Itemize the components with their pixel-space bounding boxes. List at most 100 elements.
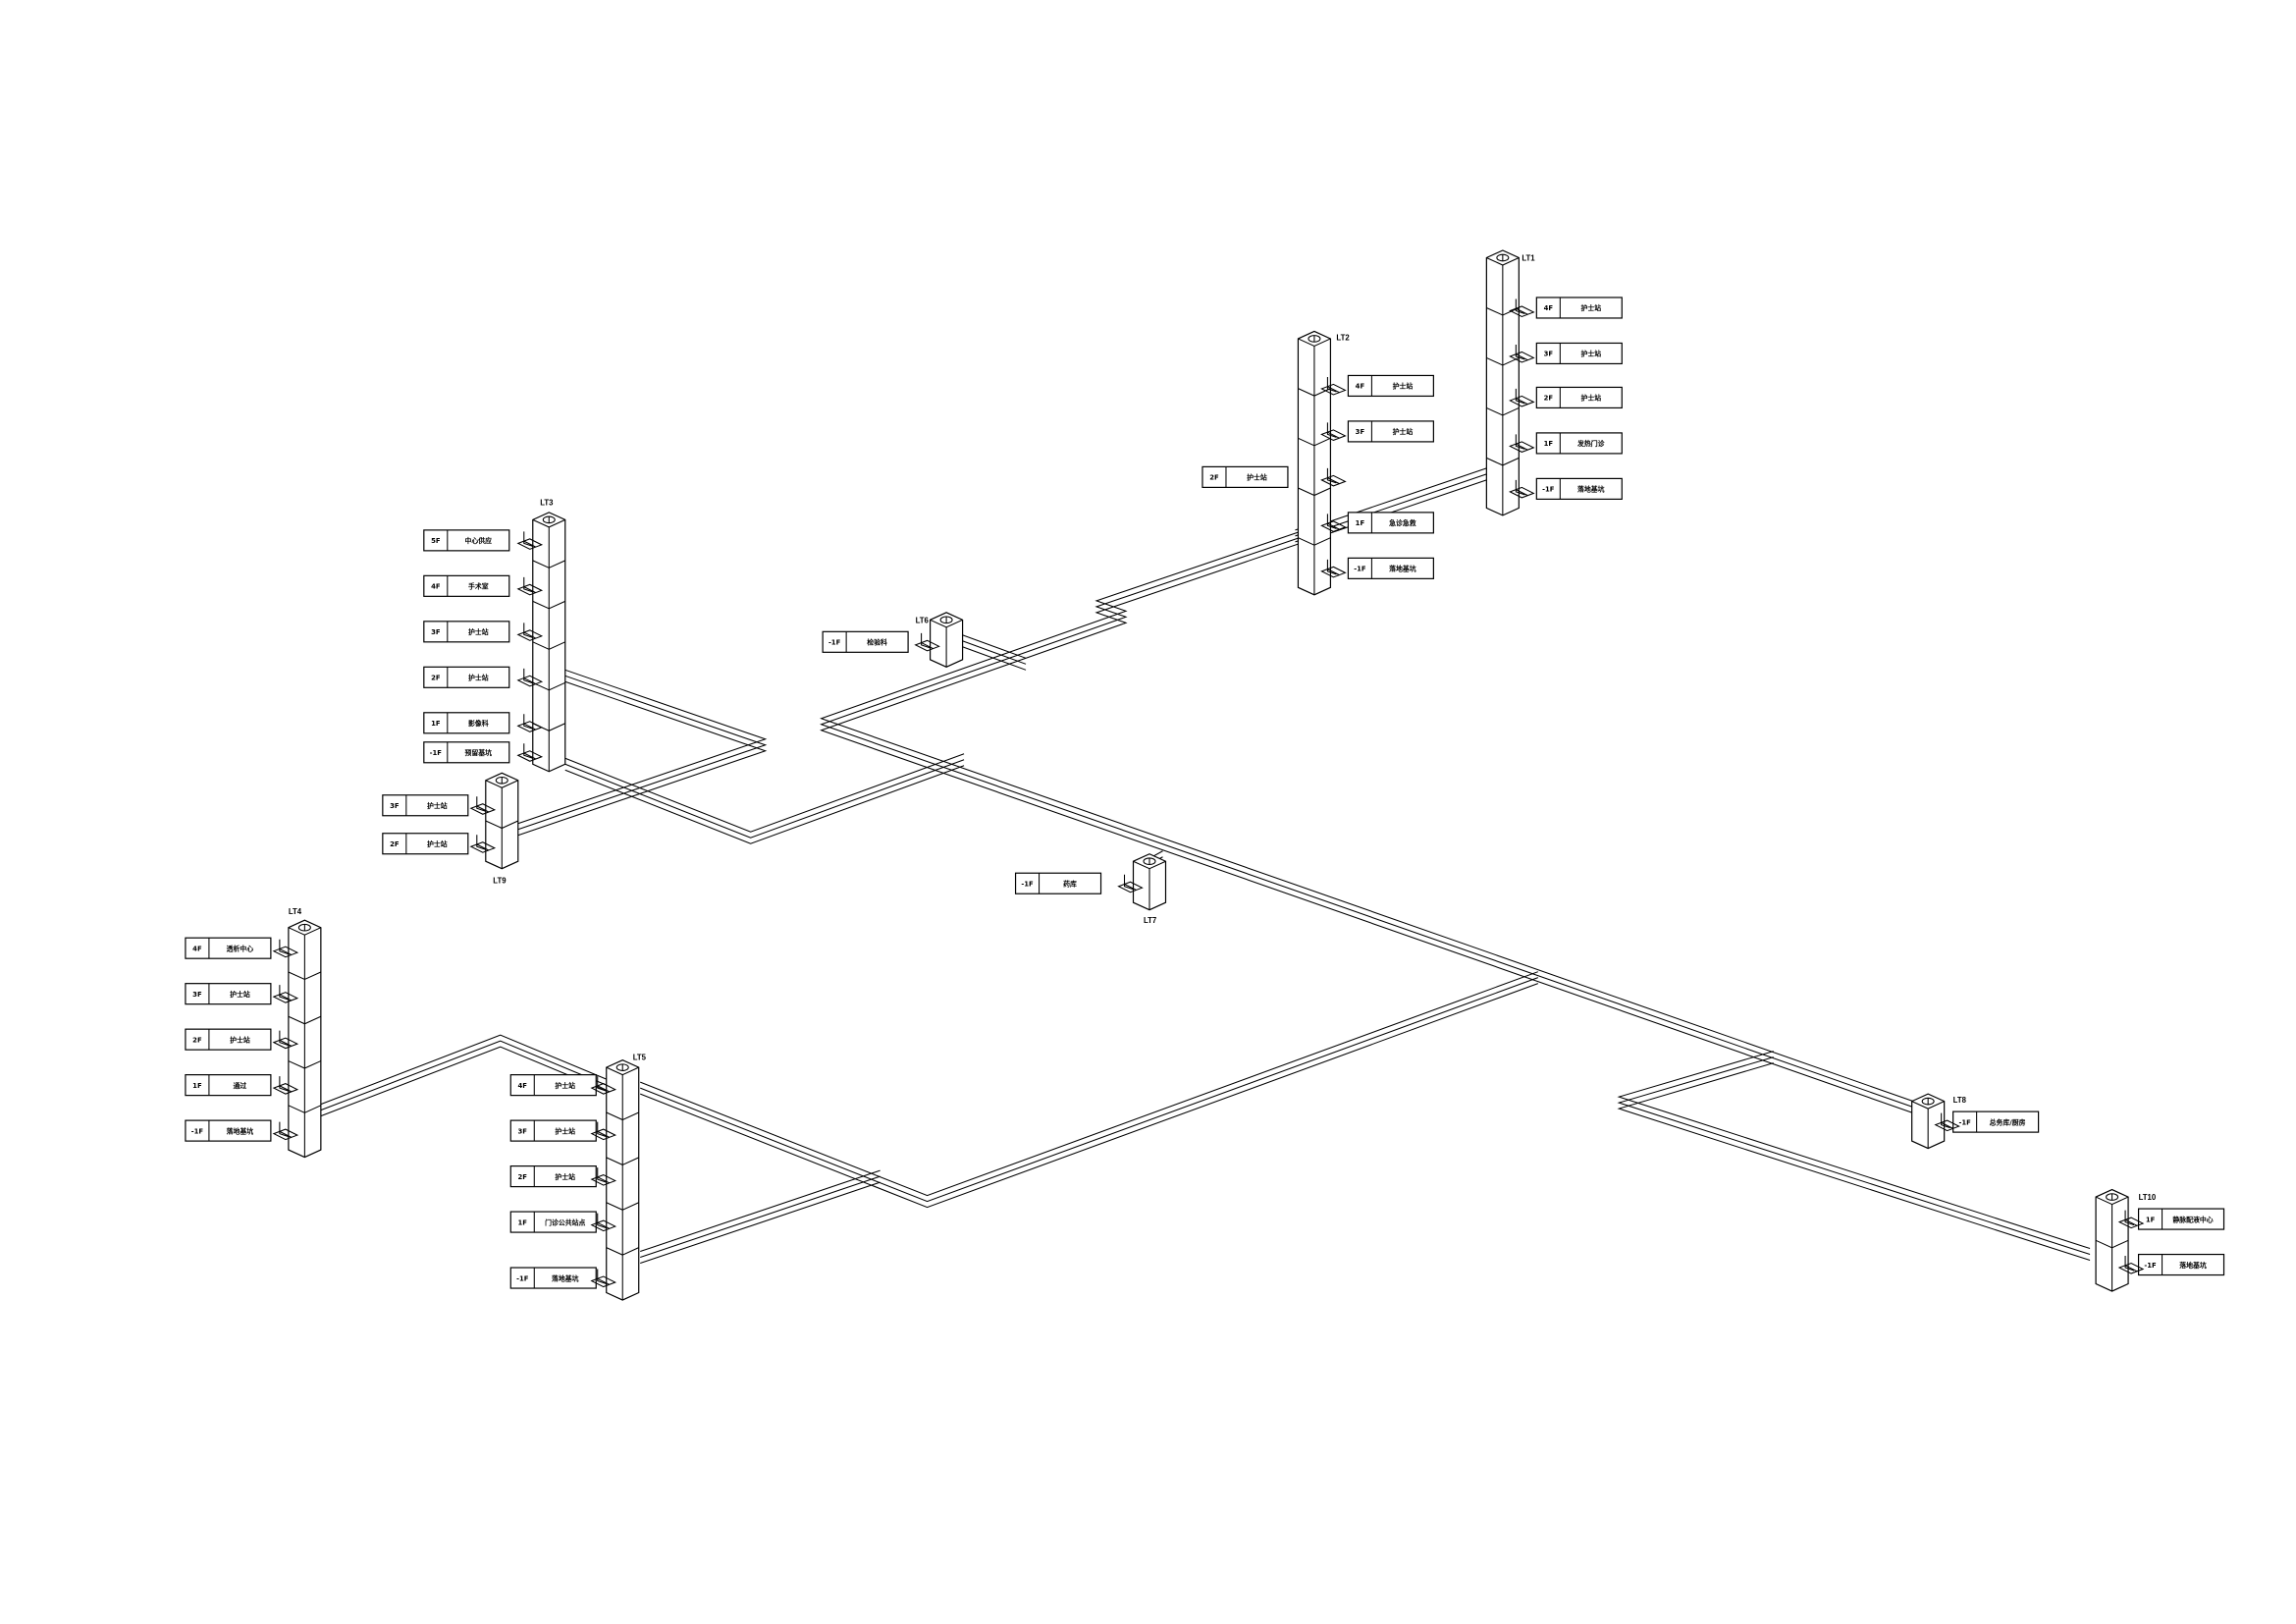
pipe-line-3 <box>564 765 965 844</box>
terminal-station-icon <box>590 1121 617 1141</box>
station-name: 通过 <box>234 1081 247 1090</box>
terminal-station-icon <box>272 985 299 1003</box>
station-floor: 1F <box>431 720 441 728</box>
station-floor: 3F <box>431 628 441 636</box>
station-box <box>1014 872 1102 894</box>
station-name: 落地基坑 <box>552 1273 579 1282</box>
station-floor: 3F <box>192 991 202 999</box>
station-name: 护士站 <box>1580 350 1601 358</box>
station-label[interactable]: 4F 手术室 <box>423 574 510 597</box>
terminal-station-icon <box>516 576 544 596</box>
station-name: 手术室 <box>468 582 489 591</box>
station-floor: 1F <box>1356 519 1365 527</box>
riser-top-edge <box>1486 257 1520 266</box>
station-floor: -1F <box>2144 1262 2157 1270</box>
riser-label: LT4 <box>289 907 302 916</box>
pipe-line-6 <box>320 1034 607 1106</box>
station-box <box>1535 477 1623 500</box>
station-box <box>509 1267 597 1289</box>
station-name: 落地基坑 <box>227 1126 254 1135</box>
riser-label: LT3 <box>540 498 554 507</box>
station-floor: -1F <box>1542 486 1555 494</box>
station-name: 透析中心 <box>227 944 254 952</box>
station-floor: 4F <box>1544 304 1554 312</box>
station-box <box>382 833 469 855</box>
terminal-station-icon <box>516 743 544 762</box>
floor-divider <box>532 641 565 650</box>
terminal-station-icon <box>272 1030 299 1050</box>
terminal-station-icon <box>2117 1256 2145 1274</box>
station-floor: 3F <box>1544 351 1554 358</box>
terminal-station-icon <box>1320 376 1347 396</box>
station-name: 护士站 <box>555 1126 575 1135</box>
station-box <box>423 666 510 688</box>
station-label[interactable]: 3F 护士站 <box>1535 342 1623 365</box>
terminal-station-icon <box>272 1121 299 1141</box>
station-name: 检验科 <box>867 638 887 647</box>
floor-divider <box>1486 356 1520 366</box>
station-box <box>509 1074 597 1097</box>
terminal-station-icon <box>1320 514 1347 532</box>
terminal-station-icon <box>590 1076 617 1095</box>
station-box <box>1535 342 1623 365</box>
floor-divider <box>1298 537 1331 546</box>
terminal-station-icon <box>1509 388 1535 407</box>
pipe-line-5 <box>640 1175 881 1259</box>
pipe-line-7 <box>1617 1056 2091 1256</box>
station-name: 护士站 <box>555 1172 575 1181</box>
station-name: 落地基坑 <box>1389 565 1416 573</box>
pipe-line-5 <box>640 1181 881 1265</box>
station-box <box>185 1119 272 1142</box>
floor-divider <box>1486 406 1520 416</box>
station-floor: 4F <box>431 583 441 591</box>
terminal-station-icon <box>272 1076 299 1095</box>
pipe-line-7 <box>1617 1051 2091 1250</box>
floor-divider <box>532 600 565 610</box>
station-box <box>423 529 510 552</box>
station-box <box>423 741 510 764</box>
station-box <box>822 630 909 653</box>
station-name: 中心供应 <box>465 536 493 545</box>
terminal-station-icon <box>1320 467 1347 487</box>
floor-divider <box>532 681 565 691</box>
floor-divider <box>606 1111 639 1121</box>
